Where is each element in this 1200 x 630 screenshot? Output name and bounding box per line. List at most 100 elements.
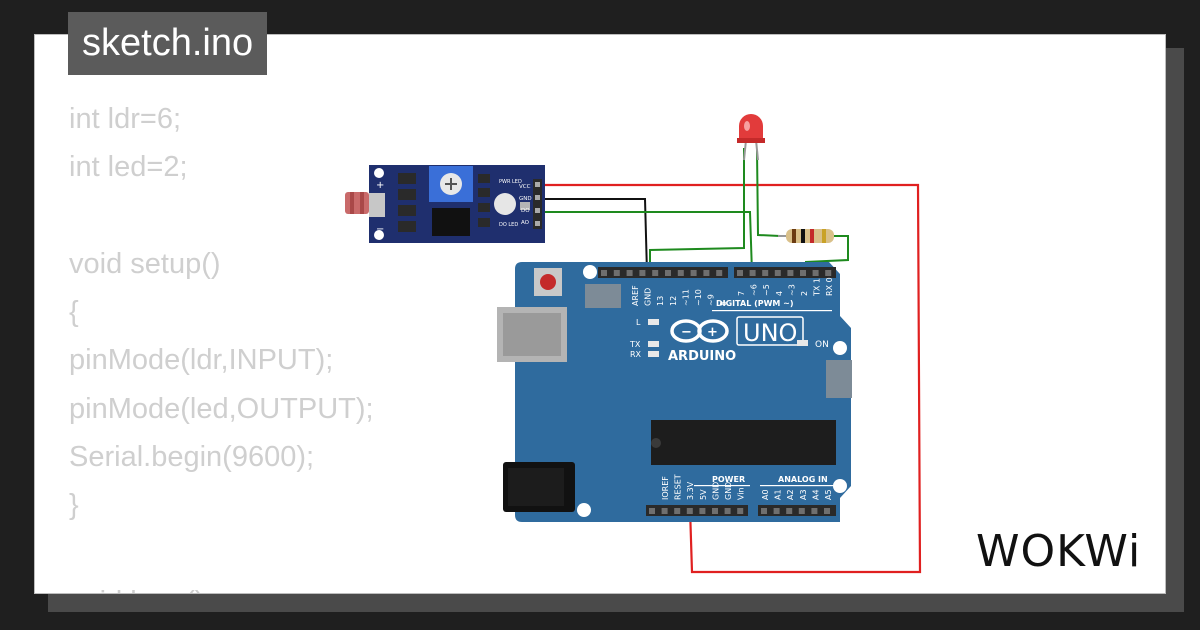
pin-label: A5: [824, 489, 833, 500]
ldr-module[interactable]: + − PWR LED DO LED VCC GND DO AO: [345, 165, 545, 243]
pin-label: ~9: [707, 294, 716, 306]
pin-label: 13: [656, 296, 665, 306]
header-pin[interactable]: [786, 508, 793, 514]
pin-label: 7: [737, 291, 746, 296]
board-on-label: ON: [815, 340, 829, 350]
header-pin[interactable]: [626, 270, 633, 276]
header-pin[interactable]: [686, 508, 693, 514]
header-pin[interactable]: [787, 270, 794, 276]
wire-do-green[interactable]: [542, 211, 753, 274]
digital-header-label: DIGITAL (PWM ~): [716, 299, 794, 308]
code-listing: int ldr=6; int led=2; void setup() { pinMode…: [69, 95, 374, 593]
code-line: pinMode(ldr,INPUT);: [69, 344, 334, 377]
wire-vcc-red[interactable]: [542, 183, 922, 574]
pin-label: Vin: [737, 487, 746, 500]
ldr-do-led-label: DO LED: [499, 222, 518, 228]
pin-label: RX 0: [825, 277, 834, 296]
resistor[interactable]: [778, 229, 834, 243]
wire-led-anode[interactable]: [756, 149, 781, 237]
header-pin[interactable]: [812, 270, 819, 276]
wokwi-logo: WOKWi: [976, 526, 1142, 577]
pin-label: A2: [786, 489, 795, 500]
header-pin[interactable]: [712, 508, 718, 514]
pin-label: A4: [811, 489, 820, 500]
file-tab[interactable]: sketch.ino: [68, 12, 268, 75]
header-pin[interactable]: [649, 508, 655, 514]
ldr-minus-label: −: [376, 224, 384, 235]
pin-label: ~10: [694, 289, 703, 306]
ldr-pin-vcc: VCC: [519, 184, 531, 190]
pin-label: GND: [724, 482, 733, 500]
pin-label: A1: [774, 489, 783, 500]
ldr-pin-ao: AO: [521, 220, 530, 226]
wire-led-cathode-green[interactable]: [649, 148, 745, 273]
pin-label: IOREF: [661, 476, 670, 500]
pin-label: TX 1: [813, 278, 822, 297]
header-pin[interactable]: [677, 270, 684, 276]
header-pin[interactable]: [737, 270, 743, 276]
code-line: {: [69, 296, 79, 329]
header-pin[interactable]: [737, 508, 744, 514]
power-header-label: POWER: [712, 475, 745, 484]
header-pin[interactable]: [665, 270, 671, 276]
header-pin[interactable]: [601, 270, 607, 276]
header-pin[interactable]: [703, 270, 710, 276]
ldr-plus-label: +: [376, 180, 384, 191]
pin-label: RESET: [674, 474, 683, 500]
code-line: pinMode(led,OUTPUT);: [69, 392, 374, 425]
board-brand: ARDUINO: [668, 349, 736, 364]
code-line: int led=2;: [69, 151, 188, 184]
board-model: UNO: [743, 319, 797, 347]
red-led[interactable]: [737, 114, 765, 161]
code-line: void loop(): [69, 578, 374, 593]
header-pin[interactable]: [716, 270, 723, 276]
header-pin[interactable]: [661, 508, 668, 514]
pin-label: A3: [799, 489, 808, 500]
header-pin[interactable]: [825, 270, 832, 276]
header-pin[interactable]: [639, 270, 646, 276]
header-pin[interactable]: [674, 508, 681, 514]
pin-label: GND: [711, 482, 720, 500]
analog-header-label: ANALOG IN: [778, 475, 828, 484]
header-pin[interactable]: [811, 508, 818, 514]
header-pin[interactable]: [761, 508, 767, 514]
led-rx-label: RX: [630, 350, 642, 359]
header-pin[interactable]: [699, 508, 706, 514]
pin-label: ~6: [750, 284, 759, 296]
code-line: void setup(): [69, 247, 221, 280]
header-pin[interactable]: [749, 270, 756, 276]
pin-label: 8: [719, 301, 728, 306]
header-pin[interactable]: [774, 270, 781, 276]
header-pin[interactable]: [613, 270, 620, 276]
pin-label: ~11: [681, 289, 690, 306]
code-line: Serial.begin(9600);: [69, 441, 315, 474]
infinity-plus: +: [707, 325, 718, 340]
header-pin[interactable]: [652, 270, 659, 276]
pin-label: 12: [669, 296, 678, 306]
header-pin[interactable]: [690, 270, 697, 276]
wire-gnd-black[interactable]: [542, 198, 648, 274]
header-pin[interactable]: [773, 508, 780, 514]
led-tx-label: TX: [629, 340, 641, 349]
pin-label: GND: [644, 288, 653, 306]
header-pin[interactable]: [824, 508, 830, 514]
pin-label: 4: [775, 291, 784, 296]
pin-label: 3.3V: [686, 481, 695, 500]
header-pin[interactable]: [800, 270, 806, 276]
code-line: int ldr=6;: [69, 103, 182, 135]
arduino-uno-board[interactable]: − + UNO ARDUINO ON L TX RX DIGITAL (PWM …: [497, 262, 852, 522]
ldr-pin-do: DO: [521, 208, 530, 214]
led-l-label: L: [636, 318, 641, 327]
pin-label: A0: [761, 489, 770, 500]
header-pin-holes: [601, 270, 832, 514]
header-pin[interactable]: [762, 270, 769, 276]
header-pin[interactable]: [798, 508, 805, 514]
pin-label: 5V: [699, 489, 708, 500]
ldr-pin-gnd: GND: [519, 196, 532, 202]
header-pin[interactable]: [724, 508, 731, 514]
